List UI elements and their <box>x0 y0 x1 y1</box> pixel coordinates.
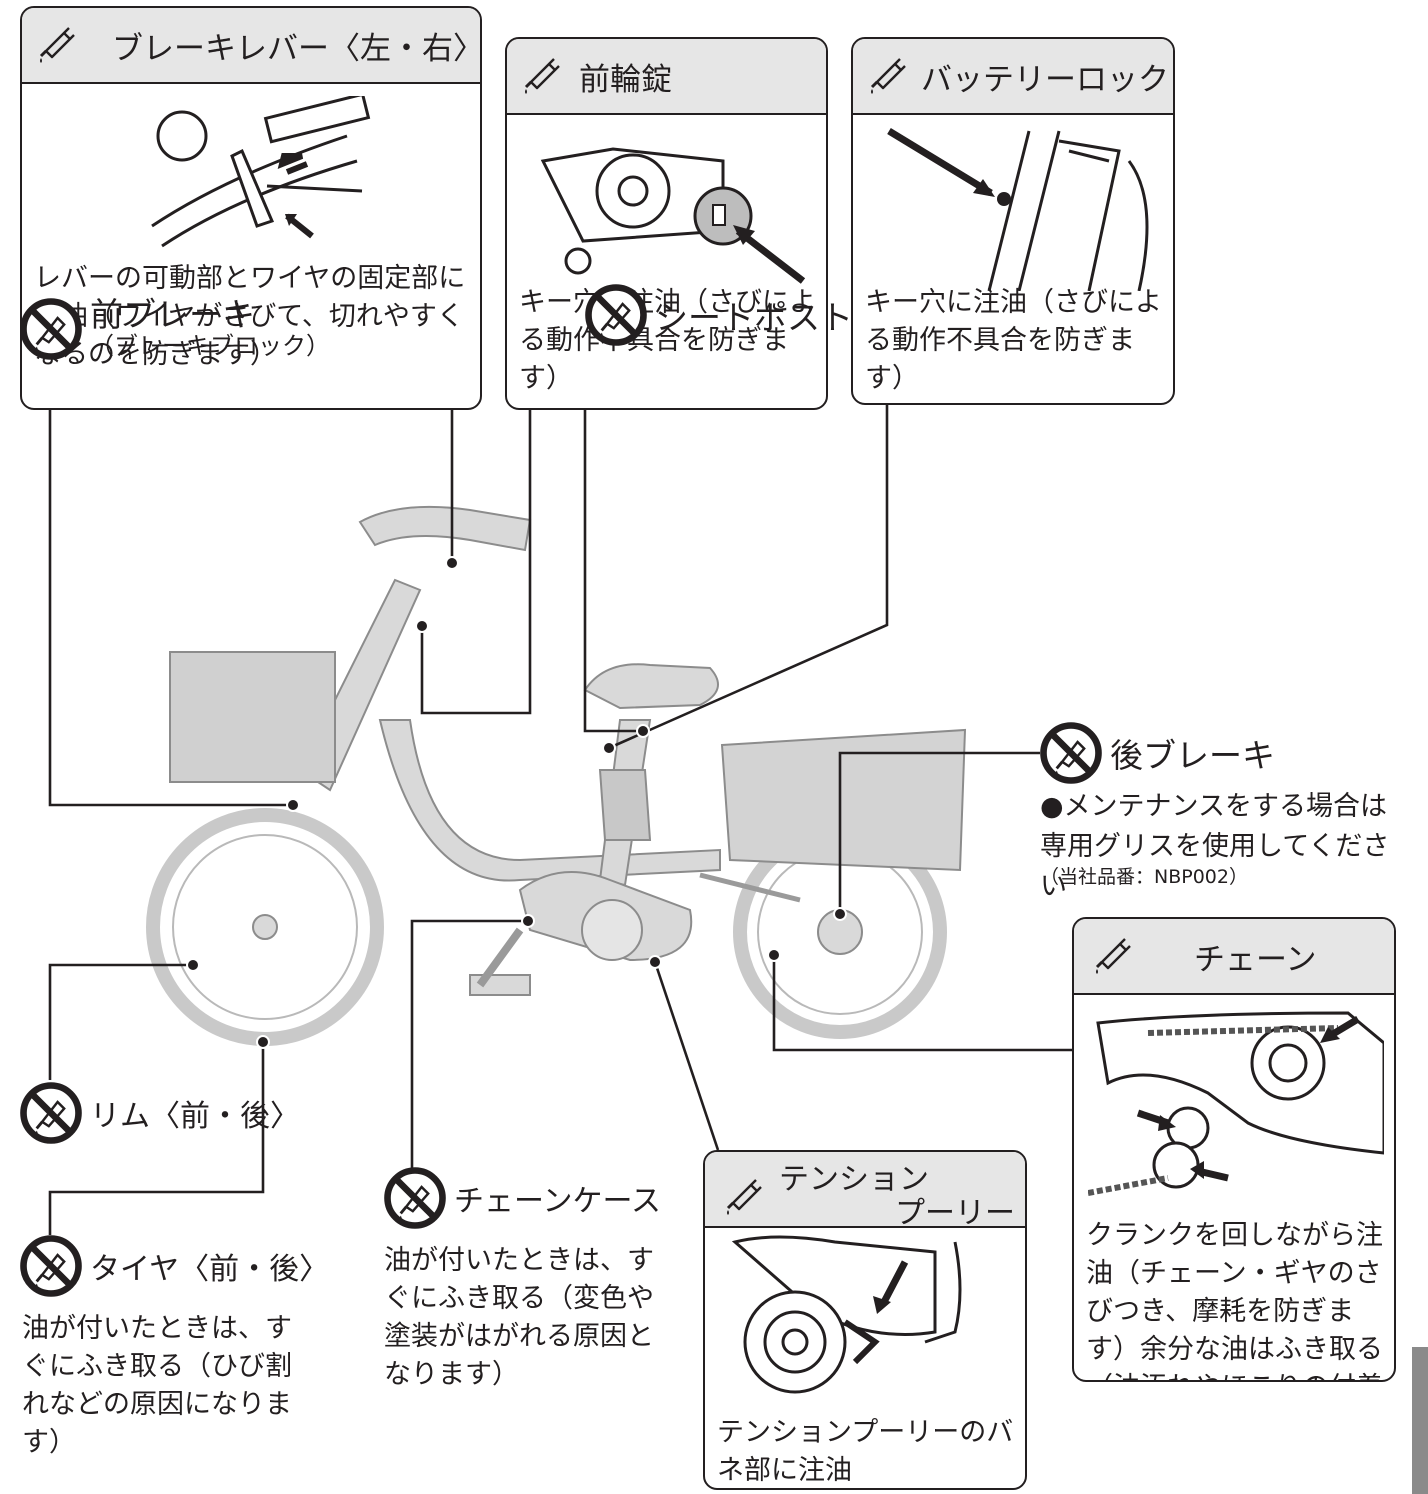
rear-brake-title: 後ブレーキ <box>1110 736 1275 775</box>
tension-pulley-title-line2: プーリー <box>895 1196 1015 1231</box>
battery-lock-box: バッテリーロック キー穴に注油（さびによる動作不具合を防ぎます） <box>851 37 1175 405</box>
chain-case-text: 油が付いたときは、すぐにふき取る（変色や塗装がはがれる原因となります） <box>384 1245 654 1390</box>
rim-tag: リム〈前・後〉 <box>18 1080 300 1146</box>
front-lock-text: キー穴に注油（さびによる動作不具合を防ぎます） <box>519 287 816 394</box>
rear-brake-part-number: （当社品番：NBP002） <box>1040 866 1248 888</box>
tire-title: タイヤ〈前・後〉 <box>90 1252 330 1287</box>
chain-case-tag: チェーンケース <box>382 1165 661 1231</box>
chain-box: チェーン クランクを回しながら注油（チェーン・ギヤのさびつき、摩耗を防ぎます）余… <box>1072 917 1396 1382</box>
brake-lever-box: ブレーキレバー〈左・右〉 レバーの可動部とワイヤの固定部に注油（ワイヤがさびて、… <box>20 6 482 410</box>
oil-can-icon <box>867 56 907 96</box>
seat-post-tag: シートポスト <box>583 282 853 348</box>
tension-pulley-illustration <box>731 1235 962 1394</box>
front-lock-title: 前輪錠 <box>579 61 672 98</box>
section-index-tab <box>1412 1347 1428 1494</box>
no-oil-icon <box>18 1233 84 1299</box>
leader-dots <box>186 556 847 1049</box>
oil-can-icon <box>521 56 561 96</box>
front-lock-illustration <box>540 147 806 284</box>
rear-brake-note: ●メンテナンスをする場合は専用グリスを使用してください <box>1040 791 1390 902</box>
tension-pulley-text: テンションプーリーのバネ部に注油 <box>717 1417 1014 1486</box>
brake-lever-text: レバーの可動部とワイヤの固定部に注油（ワイヤがさびて、切れやすくなるのを防ぎます… <box>34 263 466 370</box>
rear-brake-tag: 後ブレーキ <box>1038 720 1275 786</box>
rim-title: リム〈前・後〉 <box>90 1099 300 1134</box>
bicycle-illustration <box>146 505 967 1046</box>
tension-pulley-title-line1: テンション <box>779 1162 929 1197</box>
tire-tag: タイヤ〈前・後〉 <box>18 1233 329 1299</box>
battery-lock-text: キー穴に注油（さびによる動作不具合を防ぎます） <box>865 287 1162 394</box>
chain-illustration <box>1088 1011 1384 1196</box>
brake-lever-title: ブレーキレバー〈左・右〉 <box>112 30 482 67</box>
front-brake-tag: 前ブレーキ （ブレーキブロック） <box>18 296 330 362</box>
battery-lock-header: バッテリーロック <box>853 39 1173 115</box>
chain-header: チェーン <box>1074 919 1394 995</box>
oil-can-icon <box>36 25 76 65</box>
oil-can-icon <box>723 1177 763 1217</box>
leader-lines <box>48 350 1075 1235</box>
no-oil-icon <box>18 296 84 362</box>
tire-text: 油が付いたときは、すぐにふき取る（ひび割れなどの原因になります） <box>22 1313 292 1458</box>
tension-pulley-header: テンション プーリー <box>705 1152 1025 1231</box>
chain-case-title: チェーンケース <box>454 1184 661 1219</box>
brake-lever-illustration <box>151 96 371 248</box>
front-brake-title: 前ブレーキ <box>90 295 255 334</box>
front-lock-box: 前輪錠 キー穴に注油（さびによる動作不具合を防ぎます） <box>505 37 828 410</box>
no-oil-icon <box>583 282 649 348</box>
chain-title: チェーン <box>1194 941 1317 978</box>
seat-post-title: シートポスト <box>655 298 853 337</box>
tension-pulley-box: テンション プーリー テンションプーリーのバネ部に注油 <box>703 1150 1027 1490</box>
oil-can-icon <box>1092 936 1132 976</box>
no-oil-icon <box>18 1080 84 1146</box>
battery-lock-title: バッテリーロック <box>921 61 1169 98</box>
no-oil-icon <box>382 1165 448 1231</box>
front-brake-subtitle: （ブレーキブロック） <box>90 332 330 360</box>
brake-lever-header: ブレーキレバー〈左・右〉 <box>22 8 480 84</box>
no-oil-icon <box>1038 720 1104 786</box>
battery-lock-illustration <box>887 128 1149 291</box>
front-lock-header: 前輪錠 <box>507 39 826 115</box>
chain-text: クランクを回しながら注油（チェーン・ギヤのさびつき、摩耗を防ぎます）余分な油はふ… <box>1086 1220 1383 1380</box>
